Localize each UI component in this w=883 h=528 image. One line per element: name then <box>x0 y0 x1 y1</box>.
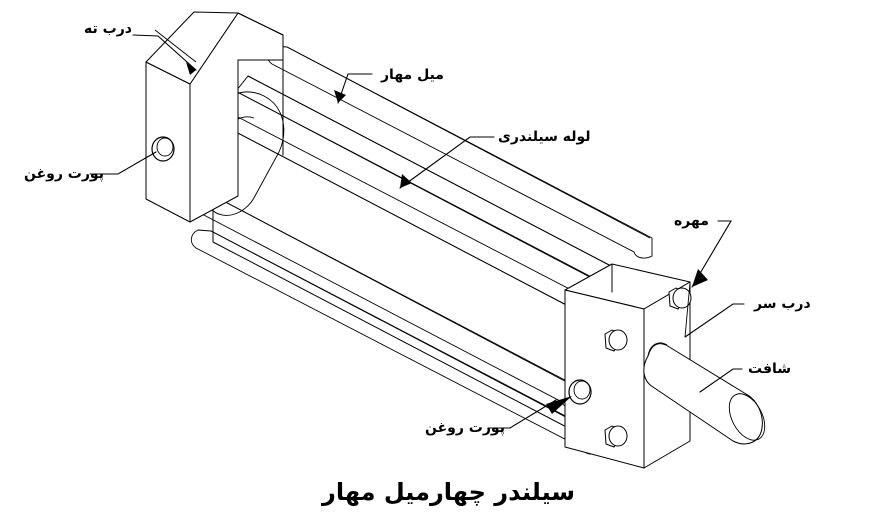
figure-caption: سیلندر چهارمیل مهار <box>322 478 575 506</box>
nut-middle-left <box>604 329 628 352</box>
callout-label-oil-port-front: پورت روغن <box>425 420 505 436</box>
oil-port-rear <box>151 136 175 162</box>
leader-oil-port-front <box>487 396 572 429</box>
leader-cylinder-tube <box>399 136 495 189</box>
construction-line-front <box>684 282 691 338</box>
leader-tie-rod <box>334 73 373 104</box>
callout-label-shaft: شافت <box>748 361 792 377</box>
cylinder-tube <box>203 75 612 433</box>
leader-cap-front <box>684 303 745 338</box>
callout-label-oil-port-rear: پورت روغن <box>24 166 104 182</box>
leader-nut <box>691 220 732 288</box>
piston-shaft <box>643 342 766 445</box>
callout-label-nut: مهره <box>674 213 709 229</box>
callout-label-tie-rod: میل مهار <box>381 67 444 83</box>
nut-bottom-left <box>604 425 628 448</box>
rear-end-cap <box>145 11 284 223</box>
nut-top-right <box>668 287 692 310</box>
oil-port-front <box>568 379 592 405</box>
leader-oil-port-rear <box>89 151 157 175</box>
leader-shaft <box>699 368 743 393</box>
callout-label-cap-front: درب سر <box>754 296 811 312</box>
callout-label-cap-rear: درب ته <box>84 21 132 37</box>
callout-label-cylinder-tube: لوله سیلندری <box>498 129 591 145</box>
leader-cap-rear <box>132 34 197 75</box>
construction-line-rear <box>154 29 197 63</box>
